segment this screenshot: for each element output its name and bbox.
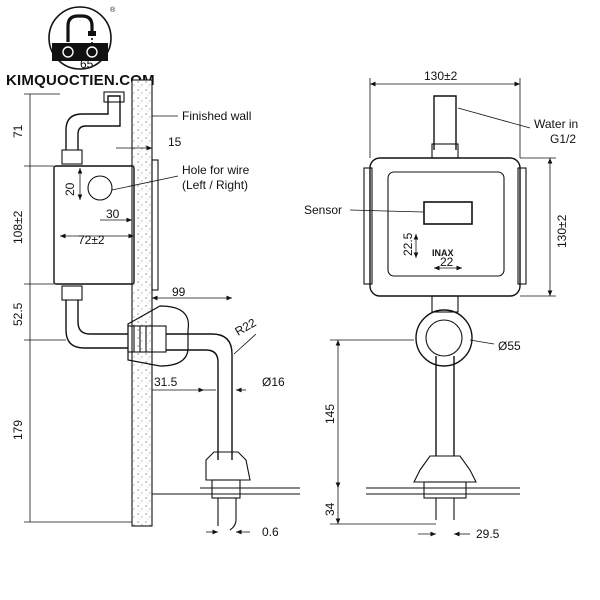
brand-logo: ® [46,2,118,74]
label-water-in-1: Water in [534,117,578,131]
dim-drop-height: 179 [11,420,25,440]
dim-hole-to-wall: 30 [106,207,120,221]
dim-front-height: 130±2 [555,214,569,248]
registered-mark: ® [110,6,116,14]
bottom-nut [61,285,83,301]
dim-pipe-dia: Ø16 [262,375,285,389]
label-sensor: Sensor [304,203,342,217]
dim-sensor-height: 22.5 [401,232,415,256]
front-view [363,95,527,520]
sensor-panel [387,171,505,277]
front-spud [413,455,477,483]
inlet-pipe [65,95,121,150]
finished-wall [131,79,153,527]
dim-front-spud: 29.5 [476,527,500,541]
top-nut [61,149,83,165]
dim-tail-offset: 0.6 [262,525,279,539]
sensor-window [423,201,473,225]
valve-body [53,165,135,285]
faucet-logo-icon: ® [48,6,116,70]
side-view [53,79,300,531]
dim-projection: 99 [172,285,186,299]
front-dimensions [330,78,556,537]
dim-side-top-width: 65 [80,57,94,71]
side-dimensions [24,93,257,535]
brand-name: KIMQUOCTIEN.COM [6,72,155,89]
dim-wall-gap: 15 [168,135,182,149]
flush-pipe [166,333,233,460]
front-flange [415,309,473,367]
dim-hole-offset: 20 [63,182,77,196]
spud-connector [205,451,251,481]
front-dim-texts: 130±2 130±2 22.5 22 Ø55 145 34 29.5 Wate… [304,69,578,541]
label-water-in-2: G1/2 [550,132,576,146]
dim-nut-offset: 31.5 [154,375,178,389]
label-finished-wall: Finished wall [182,109,251,123]
dim-flange-dia: Ø55 [498,339,521,353]
dim-inlet-height: 71 [11,124,25,138]
label-hole-wire-2: (Left / Right) [182,178,248,192]
wire-hole [87,175,113,201]
dim-front-drop: 145 [323,404,337,424]
dim-outlet-height: 52.5 [11,302,25,326]
front-inlet-pipe [433,95,457,150]
dim-body-width: 72±2 [78,233,105,247]
label-hole-wire-1: Hole for wire [182,163,250,177]
dim-body-height: 108±2 [11,210,25,244]
dim-sensor-width: 22 [440,255,454,269]
outlet-pipe [65,300,128,349]
inax-plate: INAX [432,248,454,258]
dim-front-tail: 34 [323,502,337,516]
dim-front-width: 130±2 [424,69,458,83]
